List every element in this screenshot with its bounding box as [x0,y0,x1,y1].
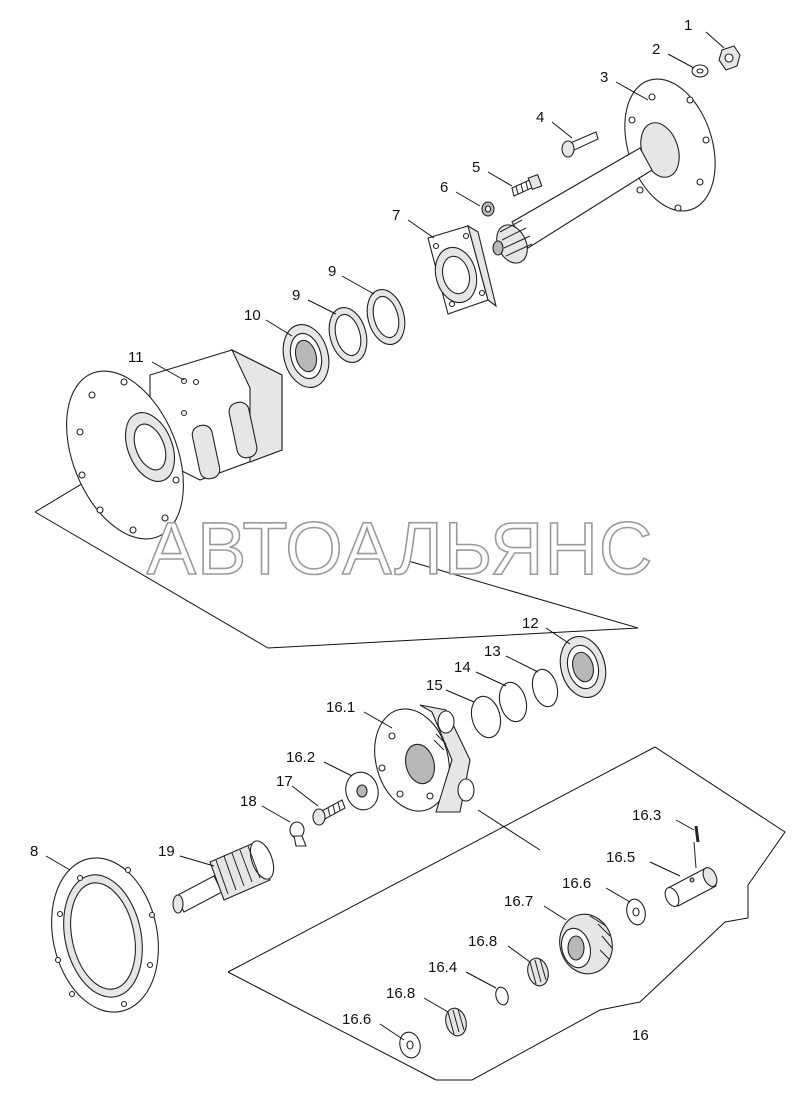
callout-7: 7 [392,207,400,224]
part-5-bolt [511,173,543,197]
part-3-axle-shaft [492,78,716,264]
callout-16-7: 16.7 [504,893,533,910]
callout-16-8-lower: 16.8 [386,985,415,1002]
callout-16-6-upper: 16.6 [562,875,591,892]
part-16-6-thrust-washer-lower [399,1031,421,1059]
part-15-ring [470,695,502,739]
part-8-ring-gear [51,857,159,1013]
callout-1: 1 [684,17,692,34]
callout-11: 11 [128,349,144,366]
callout-14: 14 [454,659,471,676]
callout-13: 13 [484,643,501,660]
callout-4: 4 [536,109,544,126]
callout-9-upper: 9 [328,263,336,280]
callout-labels: 1 2 3 4 5 6 7 9 9 10 11 12 13 14 15 16.1… [30,17,692,1044]
callout-2: 2 [652,41,660,58]
part-19-sun-gear-shaft [172,840,275,914]
part-10-bearing [282,324,330,388]
callout-9-lower: 9 [292,287,300,304]
part-11-final-drive-housing [66,348,283,540]
callout-16-2: 16.2 [286,749,315,766]
callout-16-3: 16.3 [632,807,661,824]
part-13-ring [531,668,559,708]
callout-16-8-upper: 16.8 [468,933,497,950]
callout-16-4: 16.4 [428,959,457,976]
leader-lines [45,31,725,1041]
part-9-seal-ring-upper [366,289,406,345]
callout-10: 10 [244,307,261,324]
part-12-bearing [559,635,607,699]
part-16-4-spacer-ring [495,986,509,1006]
part-16-8-needle-bearing-upper [527,957,549,987]
part-6-lock-washer [481,201,495,217]
callout-12: 12 [522,615,539,632]
part-9-seal-ring-lower [328,307,368,363]
callout-15: 15 [426,677,443,694]
callout-17: 17 [276,773,293,790]
part-14-ring [498,681,528,723]
callout-5: 5 [472,159,480,176]
part-18-lock-plate [289,821,307,847]
part-16-5-planet-shaft [664,867,718,907]
callout-16-6-lower: 16.6 [342,1011,371,1028]
callout-16-1: 16.1 [326,699,355,716]
callout-6: 6 [440,179,448,196]
part-2-washer [691,64,709,78]
callout-8: 8 [30,843,38,860]
part-16-2-washer [345,771,379,811]
part-17-bolt [312,799,346,826]
part-16-1-planet-carrier [374,704,475,813]
part-16-8-needle-bearing-lower [445,1007,467,1037]
carrier-link-line [477,809,541,851]
callout-19: 19 [158,843,175,860]
part-16-3-pin [693,825,700,869]
callout-3: 3 [600,69,608,86]
callout-16: 16 [632,1027,649,1044]
carrier-frame-leader [227,971,437,1081]
part-4-bolt [561,131,599,158]
carrier-assembly-frame [227,746,786,1081]
callout-18: 18 [240,793,257,810]
part-1-nut [718,45,741,71]
watermark-text: АВТОАЛЬЯНС [147,507,654,590]
part-7-bearing-housing [427,224,497,315]
upper-assembly-frame [34,511,639,649]
part-16-7-planet-gear [559,913,613,975]
callout-16-5: 16.5 [606,849,635,866]
part-16-6-thrust-washer-upper [626,898,646,926]
